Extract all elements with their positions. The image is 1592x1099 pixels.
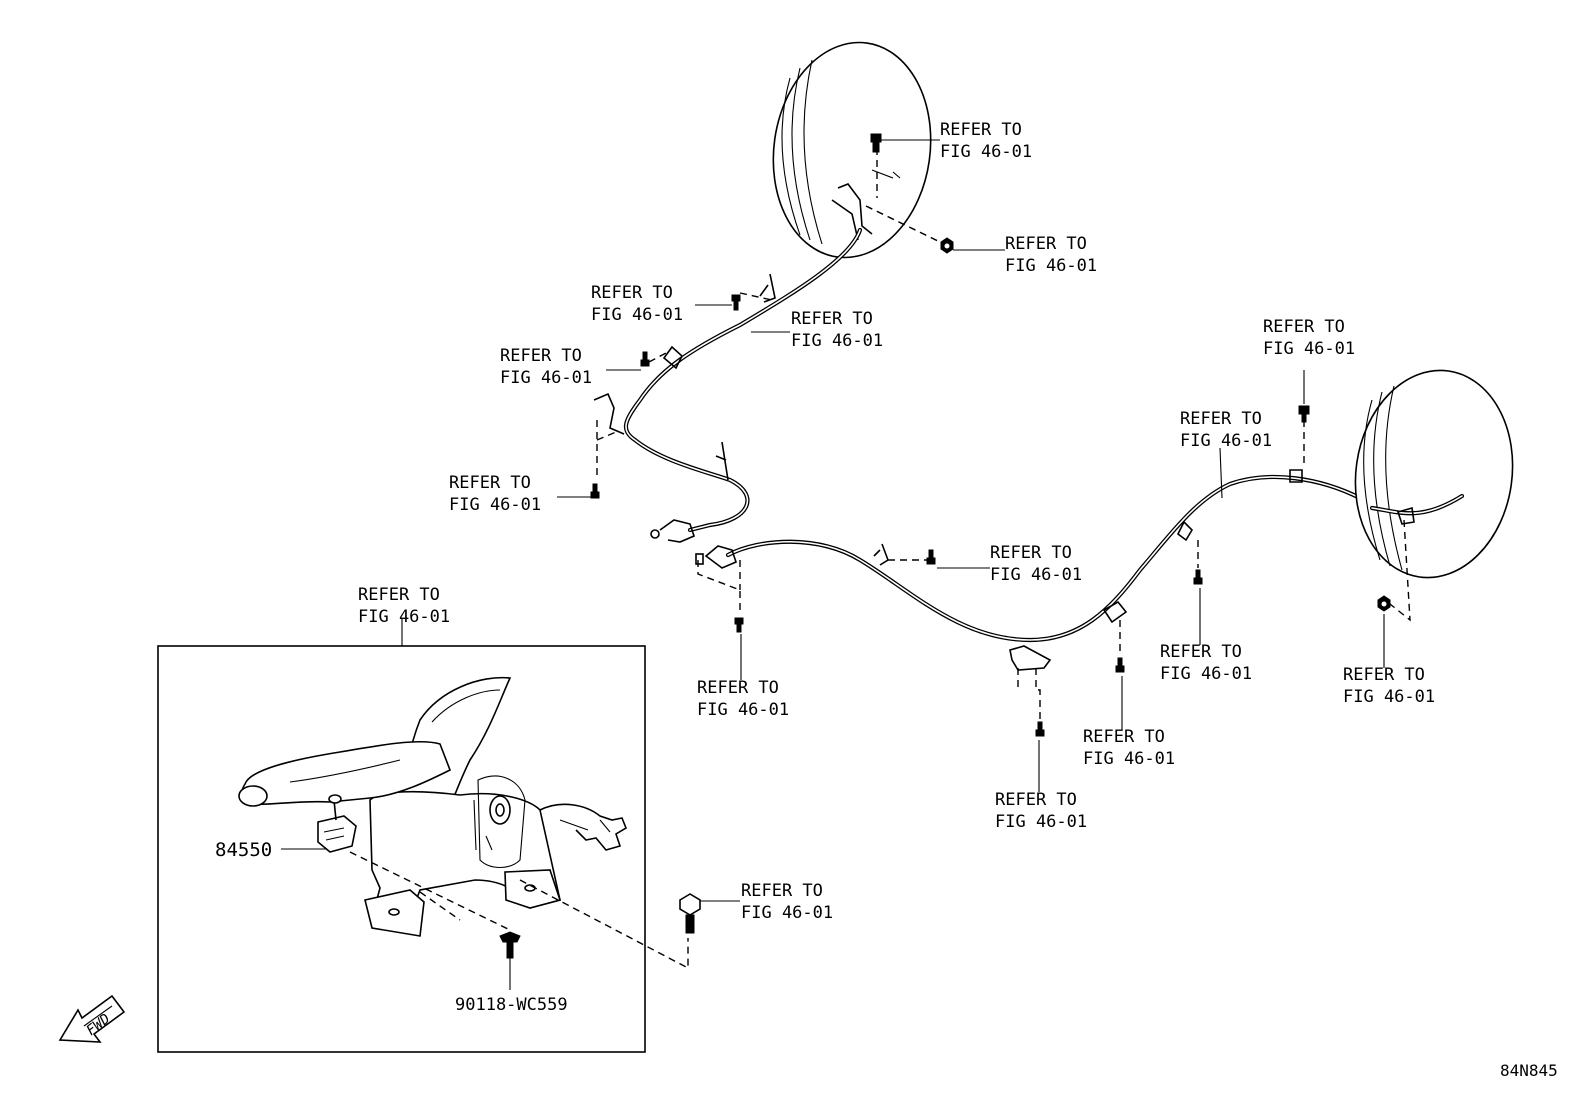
callout-8-line1: REFER TO [697, 678, 779, 698]
right-parking-brake-cable [695, 469, 1472, 671]
callout-16-line1: REFER TO [741, 881, 823, 901]
left-parking-brake-cable [593, 227, 863, 543]
callout-5-line2: FIG 46-01 [500, 368, 592, 388]
callout-10-line1: REFER TO [1083, 727, 1165, 747]
inset-frame [157, 645, 646, 1053]
callout-14-line1: REFER TO [1343, 665, 1425, 685]
callout-2-line1: REFER TO [1005, 234, 1087, 254]
callout-6-line1: REFER TO [449, 473, 531, 493]
callout-5-line1: REFER TO [500, 346, 582, 366]
callout-12-line2: FIG 46-01 [1263, 339, 1355, 359]
callout-6-line2: FIG 46-01 [449, 495, 541, 515]
callout-2-line2: FIG 46-01 [1005, 256, 1097, 276]
fasteners [590, 133, 1391, 737]
callout-7-line1: REFER TO [990, 543, 1072, 563]
callout-13-line1: REFER TO [1180, 409, 1262, 429]
dashed-lines [596, 148, 1411, 720]
callout-12-line1: REFER TO [1263, 317, 1345, 337]
callout-3-line1: REFER TO [591, 283, 673, 303]
left-rear-brake-drum [772, 41, 932, 259]
refer-to-callouts: REFER TO FIG 46-01 REFER TO FIG 46-01 RE… [358, 120, 1435, 923]
callout-9-line1: REFER TO [995, 790, 1077, 810]
callout-7-line2: FIG 46-01 [990, 565, 1082, 585]
callout-16-line2: FIG 46-01 [741, 903, 833, 923]
figure-code: 84N845 [1500, 1061, 1558, 1080]
callout-14-line2: FIG 46-01 [1343, 687, 1435, 707]
right-rear-brake-drum [1354, 369, 1514, 579]
callout-8-line2: FIG 46-01 [697, 700, 789, 720]
parking-brake-lever-inset: 84550 90118-WC559 [157, 645, 701, 1053]
callout-13-line2: FIG 46-01 [1180, 431, 1272, 451]
part-number-90118-wc559: 90118-WC559 [455, 995, 568, 1015]
callout-4-line2: FIG 46-01 [791, 331, 883, 351]
callout-10-line2: FIG 46-01 [1083, 749, 1175, 769]
callout-1-line1: REFER TO [940, 120, 1022, 140]
callout-15-line1: REFER TO [358, 585, 440, 605]
callout-1-line2: FIG 46-01 [940, 142, 1032, 162]
callout-11-line2: FIG 46-01 [1160, 664, 1252, 684]
callout-4-line1: REFER TO [791, 309, 873, 329]
part-number-84550: 84550 [215, 839, 272, 861]
callout-3-line2: FIG 46-01 [591, 305, 683, 325]
callout-9-line2: FIG 46-01 [995, 812, 1087, 832]
fwd-arrow-icon: FWD [58, 994, 126, 1043]
callout-11-line1: REFER TO [1160, 642, 1242, 662]
callout-15-line2: FIG 46-01 [358, 607, 450, 627]
